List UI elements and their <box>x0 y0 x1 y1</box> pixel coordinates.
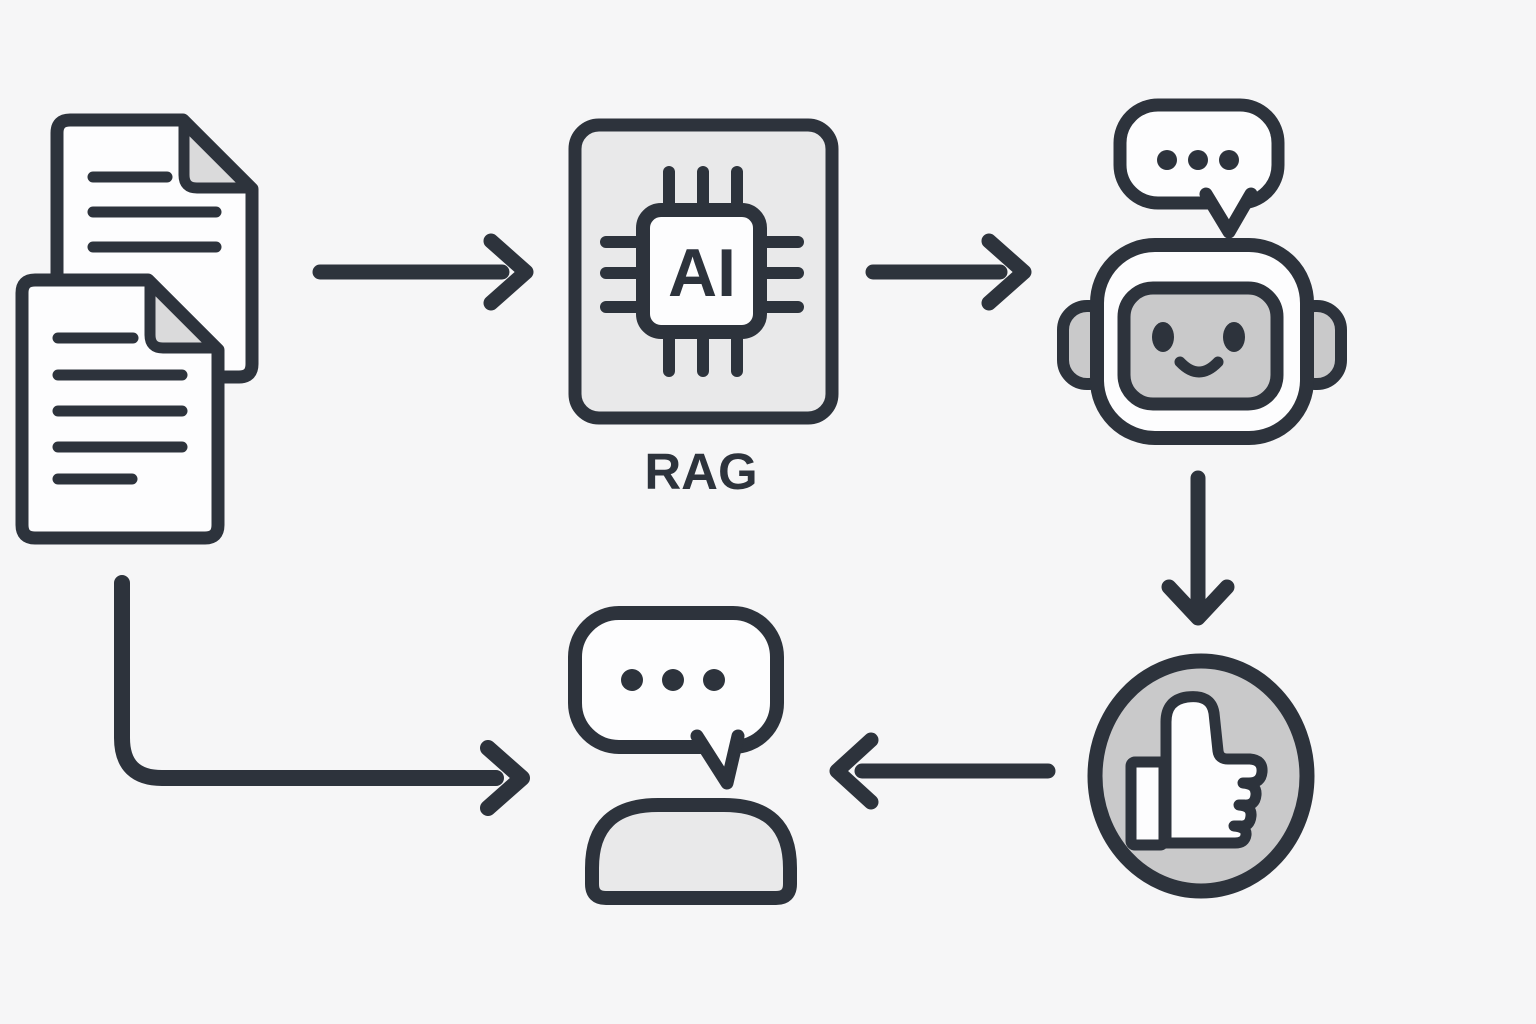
arrow-chatbot-to-feedback <box>1161 470 1235 626</box>
chip-label: AI <box>668 235 736 311</box>
document-front-fold-corner <box>144 277 221 354</box>
bubble-dot <box>1157 150 1177 170</box>
user-speech-bubble-icon <box>568 606 784 790</box>
ai-chip-icon: AI <box>600 166 804 377</box>
robot-chatbot-icon <box>1057 98 1347 445</box>
document-back-fold-corner <box>178 117 255 194</box>
arrow-head-right-icon <box>981 233 1032 311</box>
document-front <box>15 273 225 545</box>
arrow-feedback-to-user <box>829 732 1056 810</box>
bubble-dot <box>1188 150 1208 170</box>
bubble-dot <box>621 669 643 691</box>
arrow-head-right-icon <box>480 740 530 816</box>
robot-eye-right <box>1223 322 1245 352</box>
user-shoulders <box>585 798 797 905</box>
thumbs-up-icon <box>1087 653 1315 899</box>
arrow-head-left-icon <box>829 732 879 810</box>
arrow-rag-to-chatbot <box>865 233 1032 311</box>
arrow-head-down-icon <box>1161 579 1235 626</box>
robot-face-screen <box>1117 281 1284 411</box>
bubble-dot <box>1219 150 1239 170</box>
robot-speech-bubble-icon <box>1113 98 1285 239</box>
robot-smile <box>1174 356 1224 378</box>
bubble-dot <box>703 669 725 691</box>
thumb-hand <box>1160 691 1268 849</box>
rag-node: AI RAG <box>568 118 839 500</box>
bubble-tail <box>690 729 745 790</box>
arrow-docs-to-rag <box>312 233 534 311</box>
rag-label: RAG <box>644 443 757 500</box>
user-chat-icon <box>568 606 797 905</box>
thumb-cuff <box>1125 756 1170 851</box>
chip-body <box>636 203 767 339</box>
documents-icon <box>15 113 259 545</box>
connector-docs-to-user <box>114 575 530 816</box>
bubble-dot <box>662 669 684 691</box>
robot-eye-left <box>1152 322 1174 352</box>
connector-line <box>114 575 504 786</box>
bubble-tail <box>1199 187 1258 239</box>
arrow-head-right-icon <box>483 233 534 311</box>
